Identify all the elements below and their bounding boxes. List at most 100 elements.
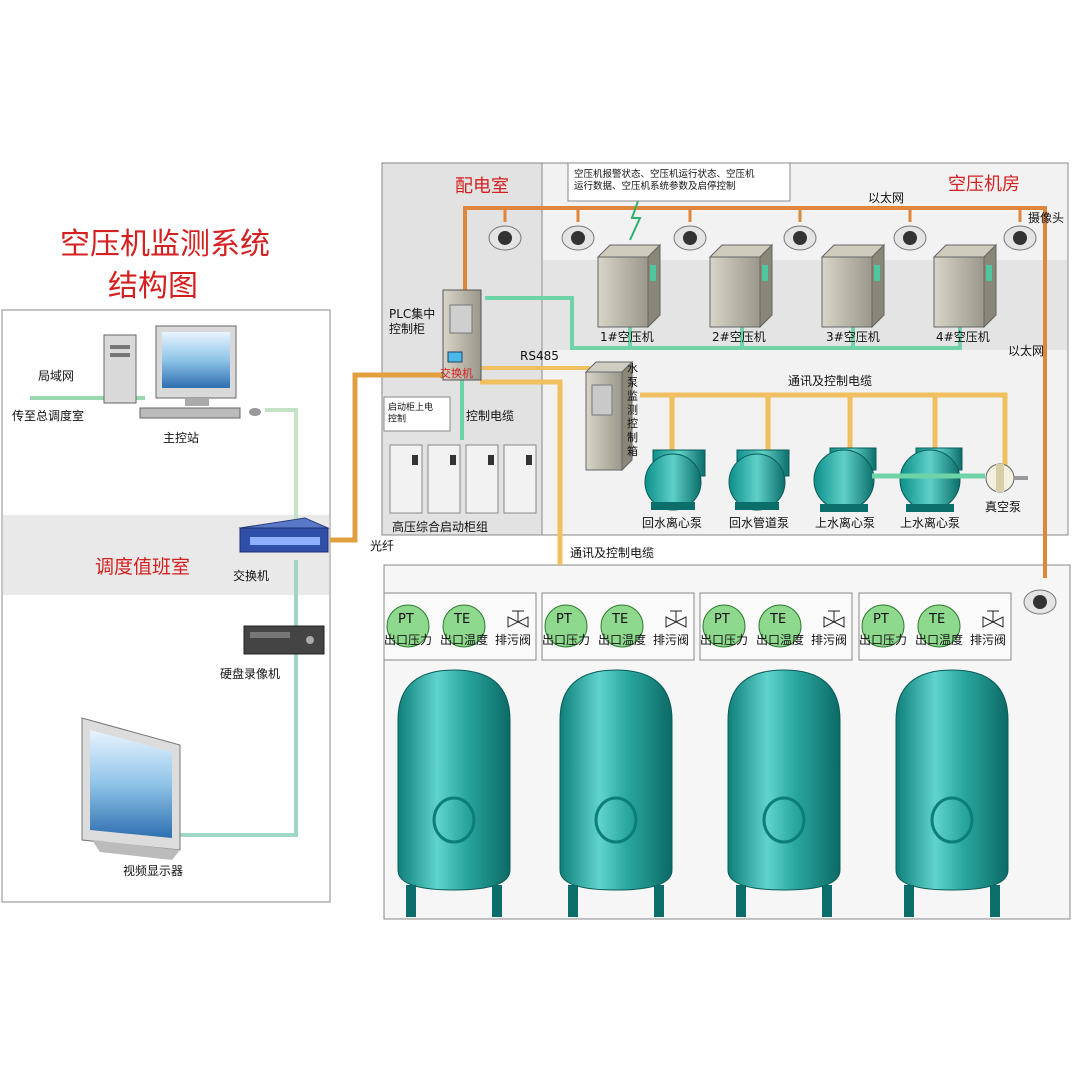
main-station bbox=[103, 325, 261, 419]
dvr-icon bbox=[243, 625, 325, 655]
camera-icon bbox=[893, 225, 927, 251]
centrifugal-pump-icon bbox=[813, 447, 877, 512]
video-monitor-icon bbox=[81, 717, 181, 860]
green-cable-main-switch bbox=[265, 408, 298, 540]
te-sensor-icon bbox=[758, 604, 802, 648]
pump-label: 上水离心泵 bbox=[900, 515, 960, 530]
compressor-label: 4#空压机 bbox=[936, 330, 990, 344]
pt-label: 出口压力 bbox=[700, 633, 748, 647]
air-tank-icon bbox=[727, 669, 841, 917]
drain-valve-icon bbox=[823, 610, 845, 628]
diagram-title-line2: 结构图 bbox=[108, 269, 198, 304]
plc-label: PLC集中控制柜 bbox=[389, 306, 435, 336]
diagram-title-line1: 空压机监测系统 bbox=[60, 227, 270, 262]
pump-control-box bbox=[584, 360, 634, 472]
te-code: TE bbox=[769, 612, 786, 627]
pt-label: 出口压力 bbox=[542, 633, 590, 647]
camera-icon bbox=[561, 225, 595, 251]
air-tank-icon bbox=[895, 669, 1009, 917]
fiber-cable bbox=[330, 372, 445, 543]
camera-icons bbox=[488, 225, 1057, 615]
fiber-label: 光纤 bbox=[370, 539, 394, 553]
ethernet-cable bbox=[463, 206, 1047, 578]
compressor-label: 1#空压机 bbox=[600, 330, 654, 344]
plc-switch-label: 交换机 bbox=[440, 366, 473, 380]
ethernet-right-label: 以太网 bbox=[1008, 343, 1044, 358]
pt-label: 出口压力 bbox=[384, 633, 432, 647]
camera-icon bbox=[1023, 589, 1057, 615]
rs485-label: RS485 bbox=[520, 349, 559, 363]
te-sensor-icon bbox=[917, 604, 961, 648]
camera-icon bbox=[1003, 225, 1037, 251]
dvr-label: 硬盘录像机 bbox=[220, 666, 280, 681]
valve-label: 排污阀 bbox=[653, 633, 689, 647]
pt-sensor-icon bbox=[544, 604, 588, 648]
centrifugal-pump-icon bbox=[644, 449, 706, 511]
starter-note: 启动柜上电控制 bbox=[388, 401, 433, 424]
drain-valve-icon bbox=[507, 610, 529, 628]
valve-label: 排污阀 bbox=[970, 633, 1006, 647]
ethernet-drops bbox=[503, 208, 1022, 222]
compressor-unit bbox=[932, 243, 998, 329]
pt-sensor-icon bbox=[861, 604, 905, 648]
pump-label: 真空泵 bbox=[985, 500, 1021, 514]
te-label: 出口温度 bbox=[915, 632, 963, 647]
drain-valve-icon bbox=[665, 610, 687, 628]
vacuum-pump-icon bbox=[985, 463, 1028, 493]
ethernet-top-label: 以太网 bbox=[868, 190, 904, 205]
compressor-unit bbox=[820, 243, 886, 329]
valve-label: 排污阀 bbox=[495, 633, 531, 647]
comm-cable-bottom-label: 通讯及控制电缆 bbox=[570, 546, 654, 560]
comm-cable-tanks bbox=[480, 379, 563, 565]
te-code: TE bbox=[453, 612, 470, 627]
te-sensor-icon bbox=[442, 604, 486, 648]
keyboard-icon bbox=[139, 407, 241, 419]
video-monitor-label: 视频显示器 bbox=[123, 863, 183, 878]
valve-label: 排污阀 bbox=[811, 633, 847, 647]
compressor-label: 3#空压机 bbox=[826, 330, 880, 344]
comm-cable-top-label: 通讯及控制电缆 bbox=[788, 374, 872, 388]
green-cable-compressors bbox=[485, 296, 962, 350]
network-switch-icon bbox=[238, 517, 330, 553]
te-label: 出口温度 bbox=[440, 632, 488, 647]
status-signal-icon bbox=[629, 200, 642, 241]
camera-icon bbox=[673, 225, 707, 251]
pumps bbox=[644, 447, 1028, 512]
comm-cable-pumps bbox=[640, 392, 1008, 475]
sensor-panel: PT TE 出口压力 出口温度 排污阀 bbox=[858, 592, 1012, 661]
pt-sensor-icon bbox=[386, 604, 430, 648]
compressor-unit bbox=[708, 243, 774, 329]
switch-label: 交换机 bbox=[233, 568, 269, 583]
lan-label: 局域网 bbox=[38, 369, 74, 383]
sensor-panel: PT TE 出口压力 出口温度 排污阀 bbox=[383, 592, 537, 661]
camera-label: 摄像头 bbox=[1028, 210, 1064, 225]
compressor-units bbox=[596, 243, 998, 329]
te-code: TE bbox=[611, 612, 628, 627]
pump-label: 上水离心泵 bbox=[815, 515, 875, 530]
pt-code: PT bbox=[873, 612, 889, 627]
area-power-room-title: 配电室 bbox=[455, 176, 509, 197]
compressor-label: 2#空压机 bbox=[712, 330, 766, 344]
hv-starter-cabinets bbox=[389, 444, 537, 514]
sensor-panel: PT TE 出口压力 出口温度 排污阀 bbox=[541, 592, 695, 661]
to-dispatch-label: 传至总调度室 bbox=[12, 408, 84, 423]
air-tanks bbox=[397, 669, 1009, 917]
pump-label: 回水管道泵 bbox=[729, 515, 789, 530]
comm-cable-pump-drops bbox=[669, 395, 938, 450]
te-code: TE bbox=[928, 612, 945, 627]
pt-label: 出口压力 bbox=[859, 633, 907, 647]
pipeline-pump-icon bbox=[728, 449, 790, 511]
compressor-unit bbox=[596, 243, 662, 329]
pt-code: PT bbox=[556, 612, 572, 627]
pump-box-label: 水泵监测控制箱 bbox=[627, 362, 638, 458]
sensor-panel: PT TE 出口压力 出口温度 排污阀 bbox=[699, 592, 853, 661]
status-note: 空压机报警状态、空压机运行状态、空压机运行数据、空压机系统参数及启停控制 bbox=[574, 168, 755, 192]
pump-label: 回水离心泵 bbox=[642, 515, 702, 530]
air-tank-icon bbox=[559, 669, 673, 917]
plc-cabinet bbox=[442, 289, 482, 381]
control-cable-label: 控制电缆 bbox=[466, 409, 514, 423]
te-label: 出口温度 bbox=[598, 632, 646, 647]
drain-valve-icon bbox=[982, 610, 1004, 628]
te-label: 出口温度 bbox=[756, 632, 804, 647]
